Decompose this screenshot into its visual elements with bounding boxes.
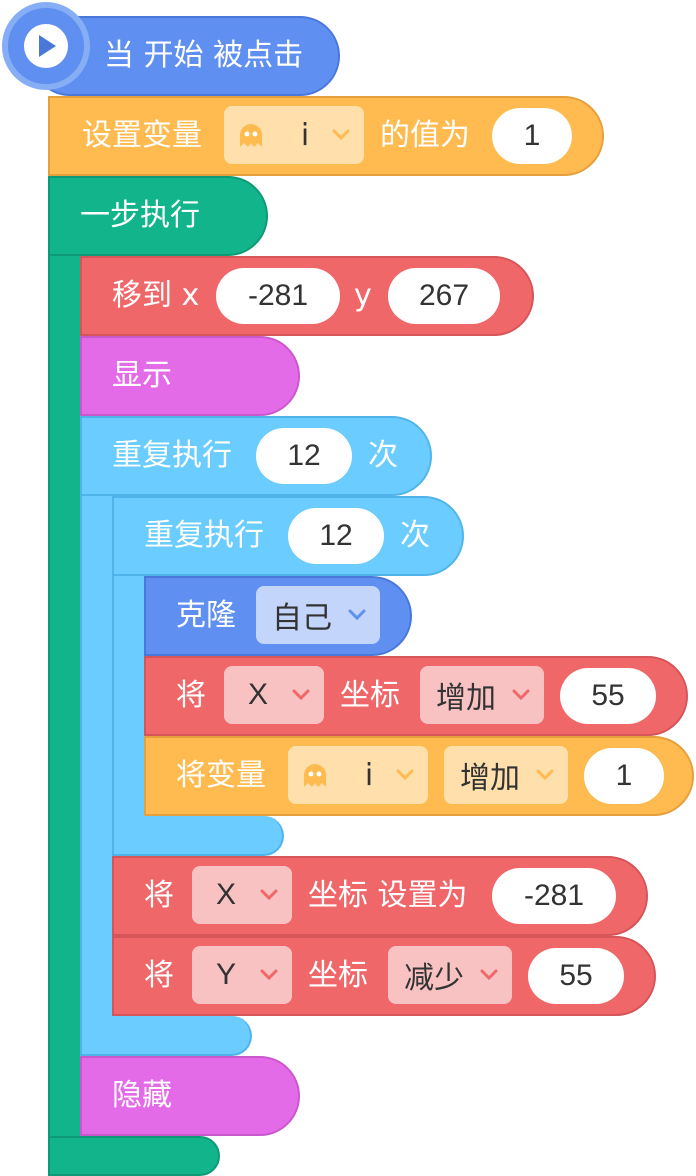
set-x-axis-value: X: [215, 878, 236, 911]
variable-dropdown[interactable]: i: [224, 106, 364, 164]
change-x-value-input[interactable]: 55: [560, 668, 656, 724]
repeat-outer-suffix: 次: [368, 438, 398, 473]
change-x-op-dropdown[interactable]: 增加: [420, 666, 544, 724]
hat-label: 当 开始 被点击: [104, 38, 304, 73]
go-to-y-input[interactable]: 267: [388, 268, 500, 324]
change-x-axis-value: X: [247, 678, 268, 711]
show-block[interactable]: [80, 336, 300, 416]
repeat-outer-arm: [80, 416, 114, 1056]
change-y-op-value: 减少: [404, 961, 464, 996]
change-x-axis-dropdown[interactable]: X: [224, 666, 324, 724]
ghost-icon: [304, 764, 326, 787]
change-y-value-input[interactable]: 55: [528, 948, 624, 1004]
go-to-y-label: y: [354, 278, 372, 313]
repeat-inner-label: 重复执行: [144, 518, 264, 553]
chevron-down-icon: [332, 129, 350, 141]
step-block-arm: [48, 176, 82, 1176]
chevron-down-icon: [292, 689, 310, 701]
go-to-x-input[interactable]: -281: [216, 268, 340, 324]
chevron-down-icon: [396, 769, 414, 781]
variable-name: i: [300, 117, 310, 153]
repeat-inner-suffix: 次: [400, 518, 430, 553]
change-y-coord-label: 坐标: [308, 958, 368, 993]
repeat-inner-count-input[interactable]: 12: [288, 508, 384, 564]
change-x-label: 将: [176, 678, 206, 713]
hide-label: 隐藏: [112, 1078, 172, 1113]
change-variable-value-input[interactable]: 1: [584, 748, 664, 804]
start-button[interactable]: [2, 2, 90, 90]
change-variable-label: 将变量: [176, 758, 266, 793]
chevron-down-icon: [348, 609, 366, 621]
repeat-outer-label: 重复执行: [112, 438, 232, 473]
step-block-foot: [48, 1136, 220, 1176]
change-y-axis-dropdown[interactable]: Y: [192, 946, 292, 1004]
chevron-down-icon: [536, 769, 554, 781]
step-execute-block[interactable]: [48, 176, 268, 256]
step-execute-label: 一步执行: [80, 198, 200, 233]
set-variable-label: 设置变量: [82, 118, 202, 153]
set-x-label: 将: [144, 878, 174, 913]
repeat-inner-foot: [112, 816, 284, 856]
repeat-outer-foot: [80, 1016, 252, 1056]
set-variable-value-input[interactable]: 1: [492, 108, 572, 164]
play-icon: [39, 35, 56, 57]
change-y-label: 将: [144, 958, 174, 993]
change-x-op-value: 增加: [436, 681, 496, 716]
change-variable-op-value: 增加: [460, 761, 520, 796]
chevron-down-icon: [260, 969, 278, 981]
chevron-down-icon: [512, 689, 530, 701]
set-x-coord-label: 坐标 设置为: [308, 878, 468, 913]
clone-target-value: 自己: [272, 601, 332, 636]
chevron-down-icon: [480, 969, 498, 981]
repeat-outer-count-input[interactable]: 12: [256, 428, 352, 484]
ghost-icon: [240, 124, 262, 147]
clone-label: 克隆: [176, 598, 236, 633]
change-x-coord-label: 坐标: [340, 678, 400, 713]
set-x-axis-dropdown[interactable]: X: [192, 866, 292, 924]
change-variable-op-dropdown[interactable]: 增加: [444, 746, 568, 804]
chevron-down-icon: [260, 889, 278, 901]
set-x-value-input[interactable]: -281: [492, 868, 616, 924]
clone-target-dropdown[interactable]: 自己: [256, 586, 380, 644]
change-y-op-dropdown[interactable]: 减少: [388, 946, 512, 1004]
go-to-x-label: 移到 x: [112, 278, 200, 313]
show-label: 显示: [112, 358, 172, 393]
change-variable-dropdown[interactable]: i: [288, 746, 428, 804]
hide-block[interactable]: [80, 1056, 300, 1136]
set-variable-to-label: 的值为: [380, 118, 470, 153]
change-y-axis-value: Y: [215, 958, 236, 991]
change-variable-name: i: [364, 757, 374, 793]
